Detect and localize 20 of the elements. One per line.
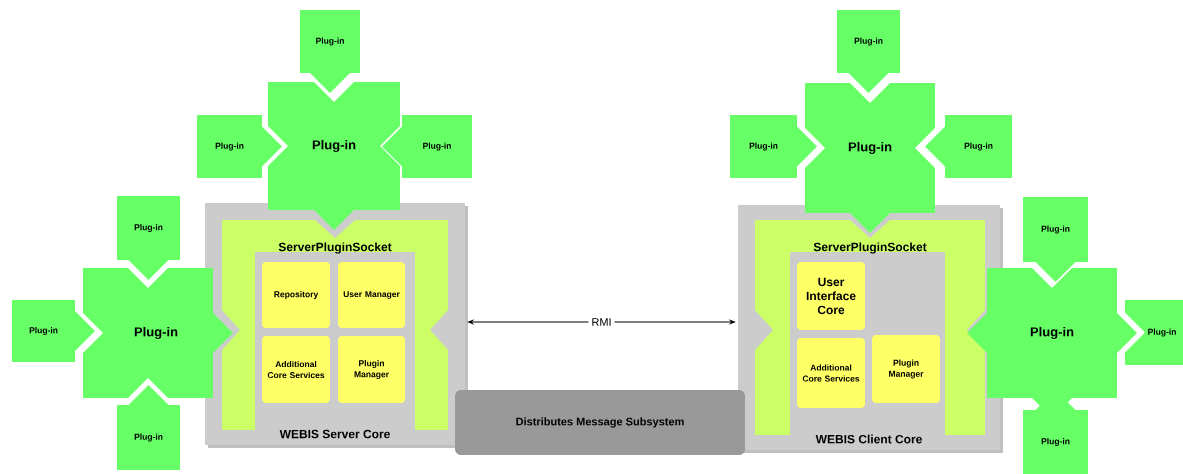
arrow [468, 320, 735, 324]
node-label: Plug-in [29, 327, 58, 335]
component-box: User Interface Core [797, 262, 865, 330]
component-box: Additional Core Services [797, 338, 865, 408]
node-label: Plug-in [749, 142, 778, 151]
node-label: Plug-in [215, 142, 244, 151]
node-label: Plug-in [1041, 225, 1070, 234]
component-box: User Manager [338, 262, 405, 328]
component-box: Additional Core Services [262, 336, 330, 403]
subsystem-bar: Distributes Message Subsystem [455, 390, 745, 455]
node-label: Plug-in [316, 37, 344, 46]
component-box: Repository [262, 262, 330, 328]
node-label: Plug-in [134, 433, 163, 442]
component-box: Plugin Manager [872, 335, 940, 403]
node-label: Plug-in [854, 37, 883, 46]
edge-label: RMI [588, 315, 615, 329]
node-label: Plug-in [134, 224, 163, 232]
component-box: Plugin Manager [338, 336, 405, 403]
node-label: Plug-in [423, 142, 451, 151]
node-label: Plug-in [964, 142, 993, 151]
